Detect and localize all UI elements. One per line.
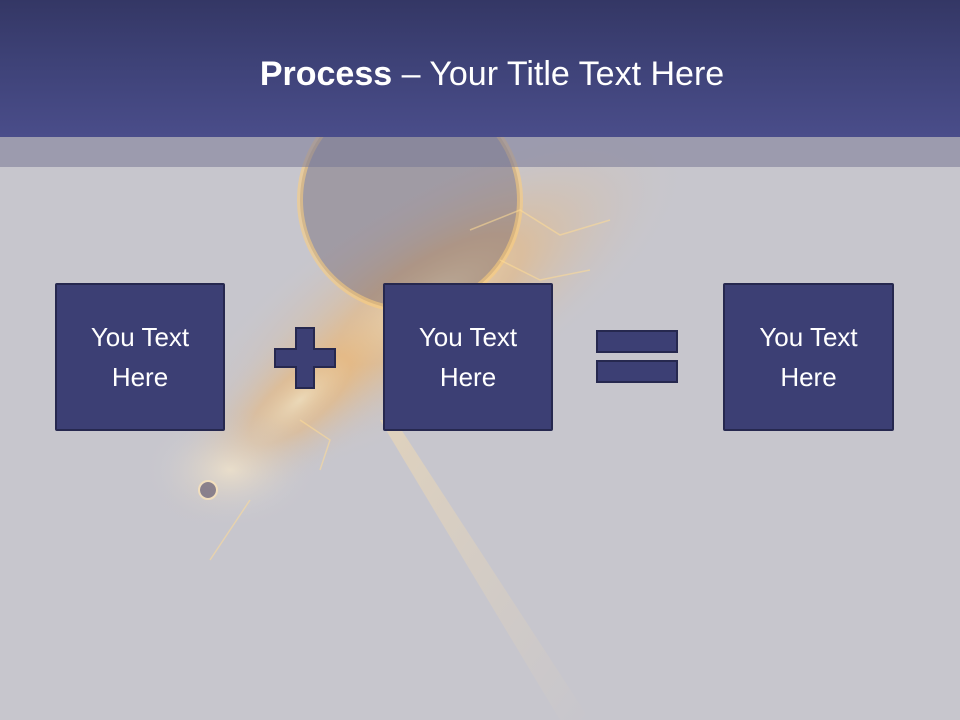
text-box-3-line2: Here xyxy=(780,362,837,392)
title-rest: – Your Title Text Here xyxy=(392,55,725,93)
text-box-2-label: You Text Here xyxy=(403,317,533,397)
plus-icon xyxy=(274,327,336,389)
text-box-2[interactable]: You Text Here xyxy=(383,283,553,431)
text-box-1-line2: Here xyxy=(111,362,169,392)
title-underline-band xyxy=(0,137,960,167)
slide-title: Process – Your Title Text Here xyxy=(0,52,960,96)
text-box-3-line1: You Text xyxy=(759,322,858,352)
text-box-3-label: You Text Here xyxy=(744,317,874,397)
equals-icon xyxy=(596,330,678,383)
text-box-2-line1: You Text xyxy=(418,322,518,352)
title-strong: Process xyxy=(259,55,393,93)
text-box-1-label: You Text Here xyxy=(75,317,205,397)
title-bar xyxy=(0,0,960,137)
text-box-1-line1: You Text xyxy=(90,322,190,352)
text-box-3[interactable]: You Text Here xyxy=(723,283,894,431)
text-box-2-line2: Here xyxy=(439,362,497,392)
text-box-1[interactable]: You Text Here xyxy=(55,283,225,431)
